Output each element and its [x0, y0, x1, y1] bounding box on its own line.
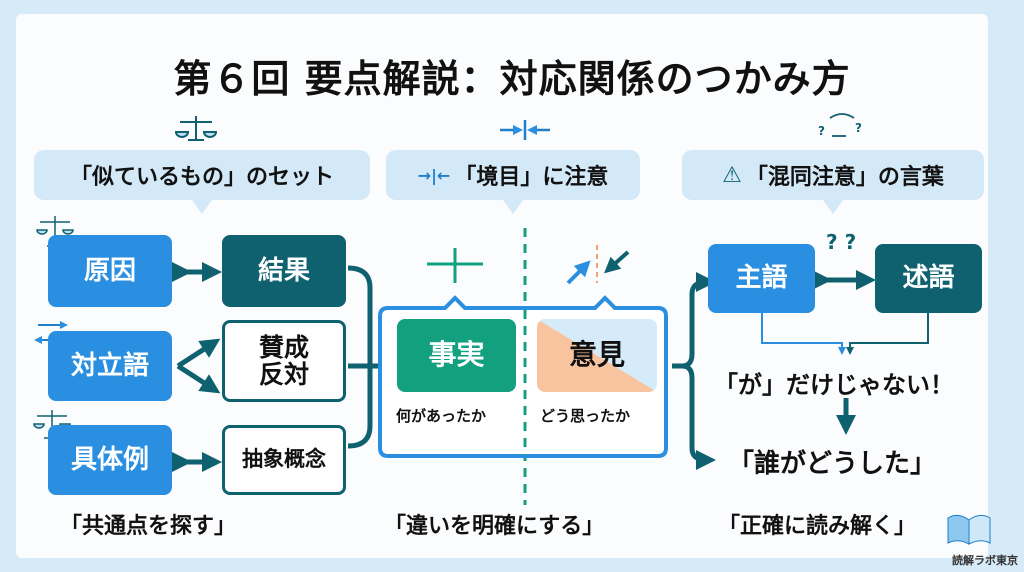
abstract-box: 抽象概念	[222, 425, 346, 495]
scale-icon	[36, 216, 74, 247]
svg-text:?: ?	[855, 121, 862, 135]
focus-arrows-icon	[566, 245, 630, 285]
header-similar-set: 「似ているもの」のセット	[34, 150, 370, 214]
warning-icon: ⚠	[722, 162, 742, 188]
header-label: 「似ているもの」のセット	[69, 165, 334, 190]
header-label: 「混同注意」の言葉	[745, 165, 944, 190]
antonym-box: 対立語	[48, 331, 172, 401]
logo-text: 読解ラボ東京	[952, 554, 1018, 567]
page-title: 第６回 要点解説：対応関係のつかみ方	[173, 57, 851, 101]
result-text: 「誰がどうした」	[728, 449, 937, 479]
boundary-icon	[500, 120, 550, 140]
question-marks: ? ?	[826, 230, 857, 254]
caption-right: 「正確に読み解く」	[718, 514, 917, 539]
note-text: 「が」だけじゃない！	[714, 371, 954, 399]
header-label: 「境目」に注意	[454, 165, 609, 190]
fact-box: 事実	[397, 319, 516, 392]
svg-text:?: ?	[818, 124, 825, 138]
opinion-description: どう思ったか	[540, 407, 631, 425]
caption-center: 「違いを明確にする」	[384, 514, 605, 539]
caption-left: 「共通点を探す」	[60, 514, 237, 539]
subject-box: 主語	[708, 244, 815, 313]
confusion-icon: ??	[818, 113, 862, 138]
cause-box: 原因	[48, 235, 172, 307]
fact-description: 何があったか	[396, 407, 487, 425]
example-box: 具体例	[48, 425, 172, 495]
opinion-box: 意見	[537, 319, 657, 392]
book-logo-icon	[944, 510, 994, 546]
header-boundary: →|←「境目」に注意	[386, 150, 640, 214]
effect-box: 結果	[222, 235, 346, 307]
agree-disagree-box: 賛成 反対	[222, 320, 346, 402]
header-confusion: ⚠「混同注意」の言葉	[682, 150, 984, 214]
predicate-box: 述語	[875, 244, 982, 313]
scale-icon	[174, 116, 218, 141]
boundary-small-icon: →|←	[417, 165, 451, 185]
boundary-mark-icon	[427, 248, 483, 283]
